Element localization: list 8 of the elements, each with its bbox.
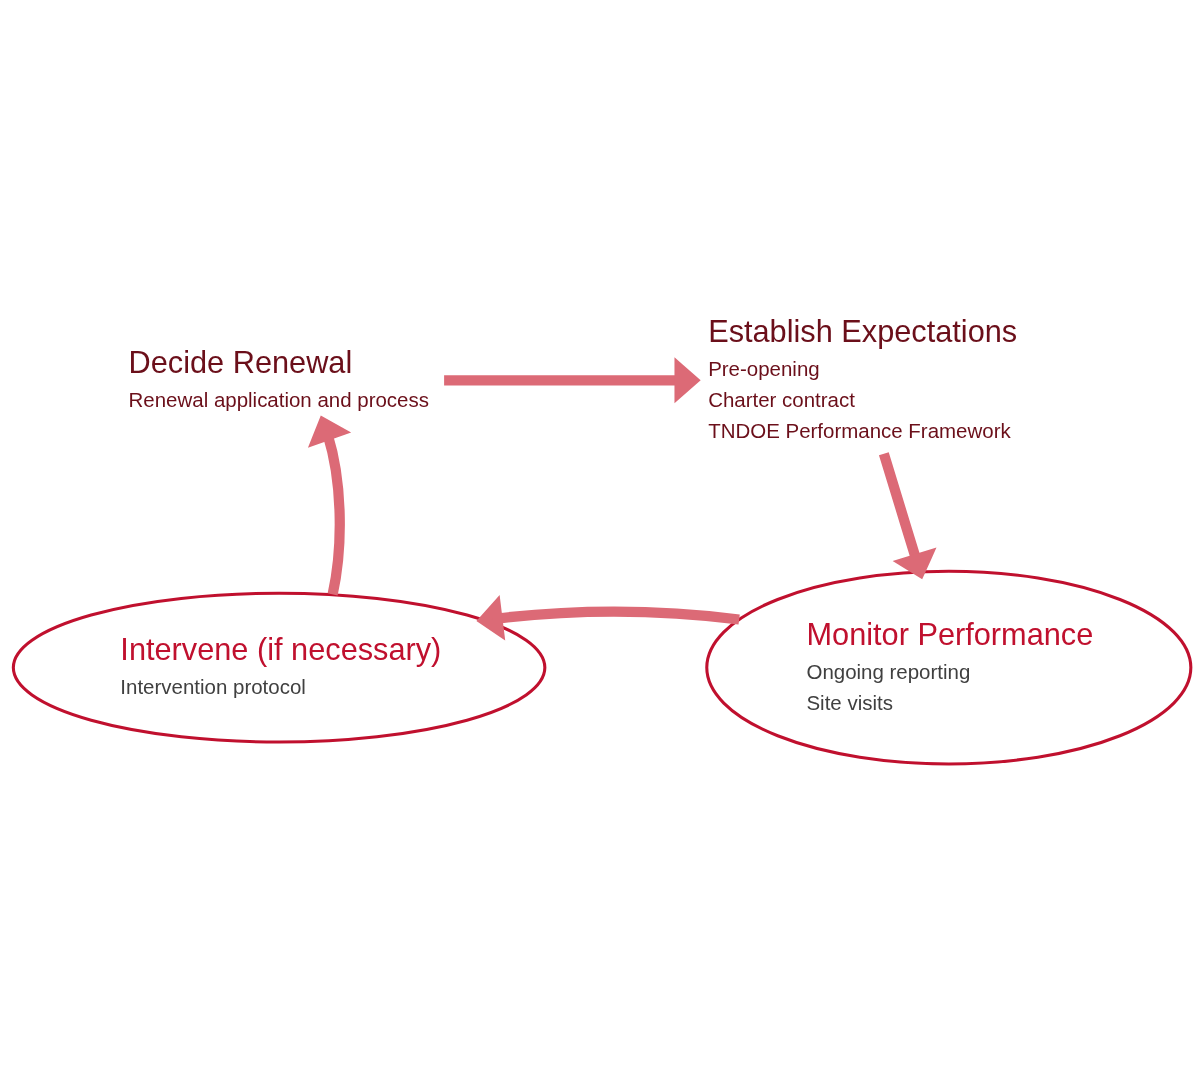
node-text: Establish Expectations Pre-opening Charter contract TNDOE Performance Framework bbox=[708, 314, 1018, 442]
arrow bbox=[444, 357, 701, 404]
node-ellipse: Monitor Performance Ongoing reporting Site visits bbox=[705, 569, 1193, 766]
arrow bbox=[307, 415, 352, 596]
arrow bbox=[476, 595, 740, 641]
arrow bbox=[878, 452, 937, 580]
node-text: Decide Renewal Renewal application and process bbox=[128, 345, 429, 411]
node-ellipse: Intervene (if necessary) Intervention protocol bbox=[11, 591, 547, 744]
